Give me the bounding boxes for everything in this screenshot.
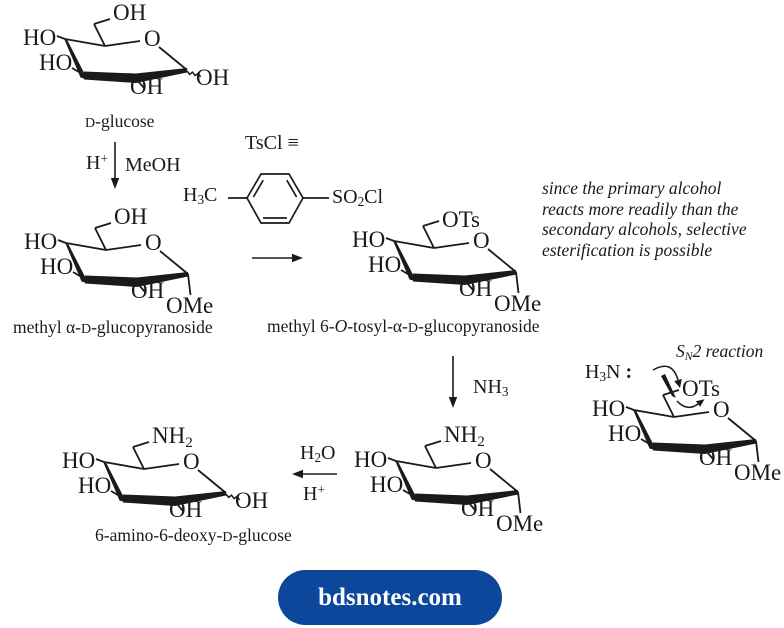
note-line-3: secondary alcohols, selective	[542, 219, 747, 239]
amino-glucoside-ho3-label: HO	[370, 472, 404, 497]
sn2-title: SN2 reaction	[676, 341, 764, 363]
sulfonyl-chloride-label: SO2Cl	[332, 186, 384, 210]
structure-methyl-glucoside	[57, 222, 192, 296]
methyl-glucoside-c6-label: OH	[114, 204, 148, 229]
methyl-glucoside-name: methyl α-D-glucopyranoside	[13, 317, 213, 337]
glucose-c6-label: OH	[113, 0, 147, 25]
glucose-name: D-glucose	[85, 111, 155, 131]
tosyl-glucoside-oh2-label: OH	[459, 276, 493, 301]
tosyl-glucoside-ome-label: OMe	[494, 291, 542, 316]
amino-glucoside-ome-label: OMe	[496, 511, 544, 536]
tscl-definition-label: TsCl ≡	[245, 132, 299, 154]
structure-amino-glucoside	[387, 440, 522, 514]
tosyl-glucoside-ho4-label: HO	[352, 227, 386, 252]
methyl-glucoside-ring-o-label: O	[145, 230, 162, 255]
sn2-ho3-label: HO	[608, 421, 642, 446]
tolyl-methyl-label: H3C	[183, 184, 218, 208]
glucose-ring-o-label: O	[144, 26, 161, 51]
amino-glucose-name: 6-amino-6-deoxy-D-glucose	[95, 525, 292, 545]
tosyl-glucoside-c6-label: OTs	[442, 207, 481, 232]
step1-solvent-label: MeOH	[125, 154, 181, 176]
curved-arrow-leaving-group	[676, 399, 705, 409]
arrow-step3-down	[448, 356, 458, 408]
curved-arrow-nucleophile-attack	[652, 365, 682, 388]
amino-glucose-oh2-label: OH	[169, 497, 203, 522]
amino-glucose-ring-o-label: O	[183, 449, 200, 474]
tosyl-glucoside-ring-o-label: O	[473, 228, 490, 253]
ammonia-nucleophile-label: H3N :	[585, 361, 633, 385]
methyl-glucoside-oh2-label: OH	[131, 278, 165, 303]
selectivity-note: since the primary alcohol reacts more re…	[542, 178, 747, 260]
structure-amino-glucose	[95, 441, 241, 512]
amino-glucoside-c6-label: NH2	[444, 422, 485, 450]
note-line-2: reacts more readily than the	[542, 198, 739, 219]
glucose-ho4-label: HO	[23, 25, 57, 50]
methyl-glucoside-ho4-label: HO	[24, 229, 58, 254]
arrow-step1-down	[110, 142, 120, 189]
structure-sn2-intermediate	[625, 374, 760, 463]
amino-glucoside-ring-o-label: O	[475, 448, 492, 473]
benzene-ring	[228, 173, 329, 224]
sn2-oh2-label: OH	[699, 445, 733, 470]
sn2-ho4-label: HO	[592, 396, 626, 421]
sn2-c6-label: OTs	[682, 376, 721, 401]
step2-reagent-label: NH3	[473, 376, 509, 400]
note-line-4: esterification is possible	[542, 239, 713, 260]
arrow-step2-right	[252, 253, 303, 263]
glucose-anomeric-label: OH	[196, 65, 230, 90]
step3-acid-label: H+	[303, 482, 325, 505]
sn2-ome-label: OMe	[734, 460, 782, 485]
amino-glucoside-oh2-label: OH	[461, 496, 495, 521]
step3-water-label: H2O	[300, 442, 336, 466]
structure-glucose	[56, 18, 202, 89]
glucose-ho3-label: HO	[39, 50, 73, 75]
tosyl-glucoside-ho3-label: HO	[368, 252, 402, 277]
note-line-1: since the primary alcohol	[542, 178, 722, 198]
sn2-ring-o-label: O	[713, 397, 730, 422]
amino-glucoside-ho4-label: HO	[354, 447, 388, 472]
step1-acid-label: H+	[86, 151, 108, 174]
amino-glucose-ho4-label: HO	[62, 448, 96, 473]
arrow-step4-left	[292, 469, 337, 479]
methyl-glucoside-ho3-label: HO	[40, 254, 74, 279]
c6-bold-bond	[661, 374, 676, 398]
amino-glucose-ho3-label: HO	[78, 473, 112, 498]
glucose-oh2-label: OH	[130, 74, 164, 99]
methyl-glucoside-ome-label: OMe	[166, 293, 214, 318]
amino-glucose-c6-label: NH2	[152, 423, 193, 451]
tosyl-glucoside-name: methyl 6-O-tosyl-α-D-glucopyranoside	[267, 316, 540, 336]
bdsnotes-watermark-button[interactable]: bdsnotes.com	[278, 570, 502, 625]
amino-glucose-anomeric-label: OH	[235, 488, 269, 513]
